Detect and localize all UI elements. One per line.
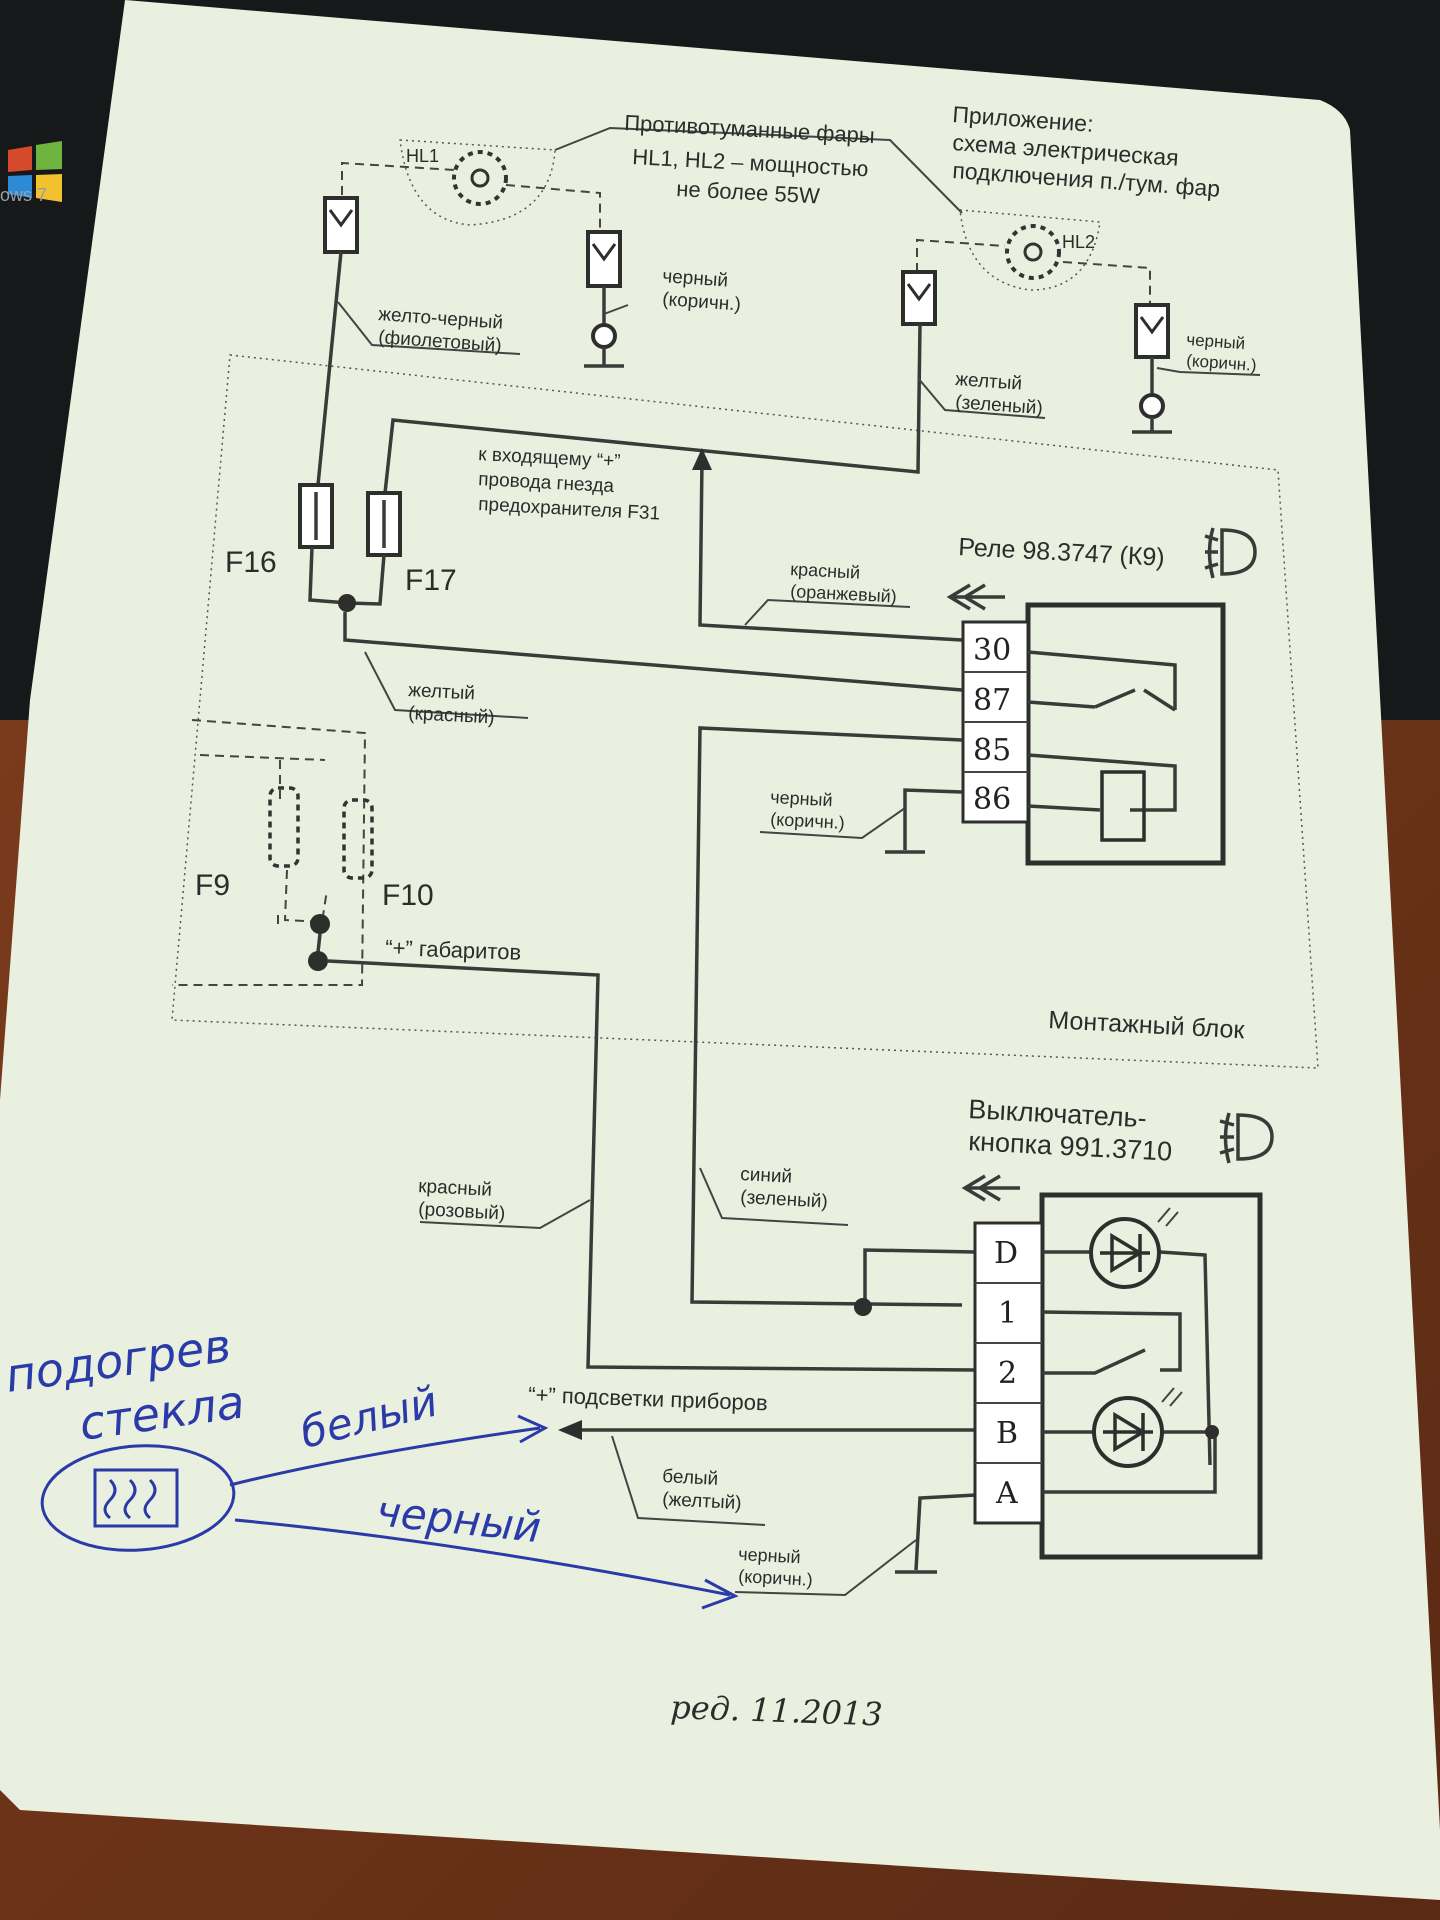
fog-lights-power-note: HL1, HL2 – мощностью xyxy=(632,144,869,181)
fuse-f16-label: F16 xyxy=(225,546,277,579)
wire-label-black-3-alt: (коричн.) xyxy=(770,809,845,833)
wire-hl2-to-f17 xyxy=(383,323,922,494)
switch-fog-light-symbol-icon xyxy=(1219,1112,1274,1164)
ground-hl2 xyxy=(1132,357,1172,434)
relay-connector-icon xyxy=(946,583,1005,611)
hl2-label: HL2 xyxy=(1062,232,1095,252)
relay-pin-85: 85 xyxy=(973,733,1011,768)
fog-lights-title: Противотуманные фары xyxy=(624,110,876,148)
junction-parking-plus xyxy=(308,951,328,971)
os-label: ows 7 xyxy=(0,185,48,205)
relay-title: Реле 98.3747 (К9) xyxy=(958,533,1166,572)
switch-pin-1: 1 xyxy=(998,1296,1017,1331)
relay-pin-30: 30 xyxy=(973,633,1011,668)
backlight-plus-label: “+” подсветки приборов xyxy=(528,1382,768,1415)
wire-label-red-orange: красный xyxy=(790,559,861,583)
fuse-f9 xyxy=(268,786,300,868)
wire-label-blue-green: синий xyxy=(740,1164,793,1188)
ground-relay-86 xyxy=(885,788,963,854)
relay-k9 xyxy=(961,602,1226,866)
wire-label-yellow-alt: (зеленый) xyxy=(955,392,1044,419)
fog-light-symbol-icon xyxy=(1204,527,1257,579)
hl1-label: HL1 xyxy=(406,146,439,166)
windows-logo-icon xyxy=(8,141,62,202)
connector-hl2-left xyxy=(901,270,937,326)
arrow-left-icon xyxy=(558,1420,582,1440)
fuse-f9-label: F9 xyxy=(195,869,230,902)
wire-hl1-to-f16 xyxy=(316,251,343,486)
wire-label-blue-green-alt: (зеленый) xyxy=(740,1187,828,1213)
wire-label-black-1-alt: (коричн.) xyxy=(662,289,742,315)
edition-label: ред. 11.2013 xyxy=(670,1688,884,1733)
wire-label-white-yellow: белый xyxy=(662,1466,719,1490)
switch-991-3710 xyxy=(973,1192,1263,1560)
ground-switch-a xyxy=(895,1493,977,1574)
wire-label-red-pink: красный xyxy=(418,1176,493,1201)
mounting-block-label: Монтажный блок xyxy=(1048,1006,1246,1044)
wire-label-black-1: черный xyxy=(662,266,729,292)
feed-note-line2: провода гнезда xyxy=(478,469,615,497)
wire-blue-green xyxy=(690,726,963,1307)
fog-light-hl1: HL1 xyxy=(399,139,556,226)
handwritten-annotation: подогрев стекла белый черный xyxy=(2,1318,739,1610)
switch-connector-icon xyxy=(961,1174,1020,1202)
fuse-f17-label: F17 xyxy=(405,564,457,597)
wire-label-yellow: желтый xyxy=(955,369,1023,395)
junction-switch-d-1 xyxy=(854,1298,872,1316)
wire-label-black-4-alt: (коричн.) xyxy=(738,1566,813,1590)
wire-label-black-2-alt: (коричн.) xyxy=(1186,351,1257,375)
rear-window-heating-icon xyxy=(93,1468,179,1528)
wire-label-yellow-red: желтый xyxy=(408,680,476,704)
connector-hl2-right xyxy=(1134,303,1170,359)
junction-f16-f17 xyxy=(338,594,356,612)
wire-label-red-pink-alt: (розовый) xyxy=(418,1199,506,1225)
switch-pin-a: A xyxy=(995,1476,1018,1511)
connector-hl1-left xyxy=(323,196,359,254)
wire-red-orange xyxy=(698,459,963,642)
wire-label-black-4: черный xyxy=(738,1544,801,1567)
fuse-f10-label: F10 xyxy=(382,879,434,912)
switch-pin-d: D xyxy=(994,1236,1018,1271)
feed-note-line3: предохранителя F31 xyxy=(478,494,661,524)
ground-hl1 xyxy=(584,286,624,368)
relay-pin-87: 87 xyxy=(973,683,1011,718)
relay-pin-86: 86 xyxy=(973,782,1011,817)
wire-label-black-3: черный xyxy=(770,787,833,810)
fog-lights-power-limit: не более 55W xyxy=(676,176,821,208)
fog-light-hl2: HL2 xyxy=(959,209,1101,291)
wire-label-yellow-red-alt: (красный) xyxy=(408,703,495,728)
wire-label-white-yellow-alt: (желтый) xyxy=(662,1489,742,1514)
wire-red-pink xyxy=(327,959,977,1372)
arrow-up-icon xyxy=(692,448,712,470)
wire-yellow-red xyxy=(343,612,963,692)
wire-label-black-2: черный xyxy=(1186,330,1246,353)
feed-note-line1: к входящему “+” xyxy=(478,444,621,472)
fuse-f10 xyxy=(342,798,374,880)
parking-plus-label: “+” габаритов xyxy=(385,935,522,965)
mounting-block-boundary xyxy=(171,354,1319,1069)
switch-pin-b: B xyxy=(996,1416,1018,1451)
switch-pin-2: 2 xyxy=(998,1356,1017,1391)
connector-hl1-right xyxy=(586,230,622,288)
handwritten-black: черный xyxy=(374,1486,543,1552)
